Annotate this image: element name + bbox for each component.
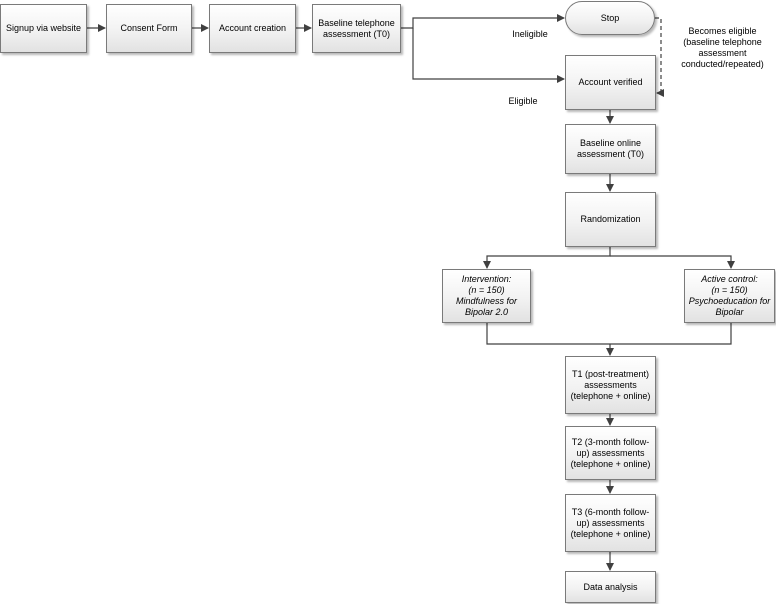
node-account-verified: Account verified xyxy=(565,55,656,110)
arrow-becomes-eligible xyxy=(655,17,664,97)
label-becomes-eligible: Becomes eligible (baseline telephone ass… xyxy=(681,26,764,69)
node-data-analysis-label: Data analysis xyxy=(583,581,638,592)
node-consent-form: Consent Form xyxy=(106,4,192,53)
node-signup: Signup via website xyxy=(0,4,87,53)
node-signup-label: Signup via website xyxy=(5,23,82,33)
node-t1: T1 (post-treatment) assessments (telepho… xyxy=(565,356,656,414)
node-active-control-label: Active control: (n = 150) Psychoeducatio… xyxy=(688,274,771,317)
node-t2: T2 (3-month follow- up) assessments (tel… xyxy=(565,426,656,480)
node-account-verified-label: Account verified xyxy=(578,77,643,87)
node-intervention-label: Intervention: (n = 150) Mindfulness for … xyxy=(455,274,518,317)
node-baseline-online: Baseline online assessment (T0) xyxy=(565,124,656,174)
node-consent-form-label: Consent Form xyxy=(120,23,178,33)
node-stop: Stop xyxy=(565,1,655,35)
node-intervention: Intervention: (n = 150) Mindfulness for … xyxy=(442,269,531,323)
node-baseline-telephone: Baseline telephone assessment (T0) xyxy=(312,4,401,53)
node-t2-label: T2 (3-month follow- up) assessments (tel… xyxy=(570,436,651,469)
node-account-creation-label: Account creation xyxy=(218,23,287,33)
node-account-creation: Account creation xyxy=(209,4,296,53)
node-active-control: Active control: (n = 150) Psychoeducatio… xyxy=(684,269,775,323)
arrow-ineligible-to-stop xyxy=(401,14,565,29)
label-eligible: Eligible xyxy=(508,96,538,106)
node-randomization-label: Randomization xyxy=(580,214,641,224)
label-ineligible: Ineligible xyxy=(512,29,548,39)
arrow-randomization-to-control xyxy=(610,255,735,269)
node-t1-label: T1 (post-treatment) assessments (telepho… xyxy=(570,368,651,401)
arrow-randomization-to-intervention xyxy=(483,247,611,269)
node-baseline-online-label: Baseline online assessment (T0) xyxy=(576,138,645,159)
node-randomization: Randomization xyxy=(565,192,656,247)
arrow-eligible-to-account-verified xyxy=(412,28,565,83)
node-data-analysis: Data analysis xyxy=(565,571,656,603)
node-baseline-telephone-label: Baseline telephone assessment (T0) xyxy=(318,17,395,39)
node-stop-label: Stop xyxy=(600,12,620,23)
arrow-arms-to-t1 xyxy=(486,323,732,345)
node-t3-label: T3 (6-month follow- up) assessments (tel… xyxy=(570,506,651,539)
node-t3: T3 (6-month follow- up) assessments (tel… xyxy=(565,494,656,552)
